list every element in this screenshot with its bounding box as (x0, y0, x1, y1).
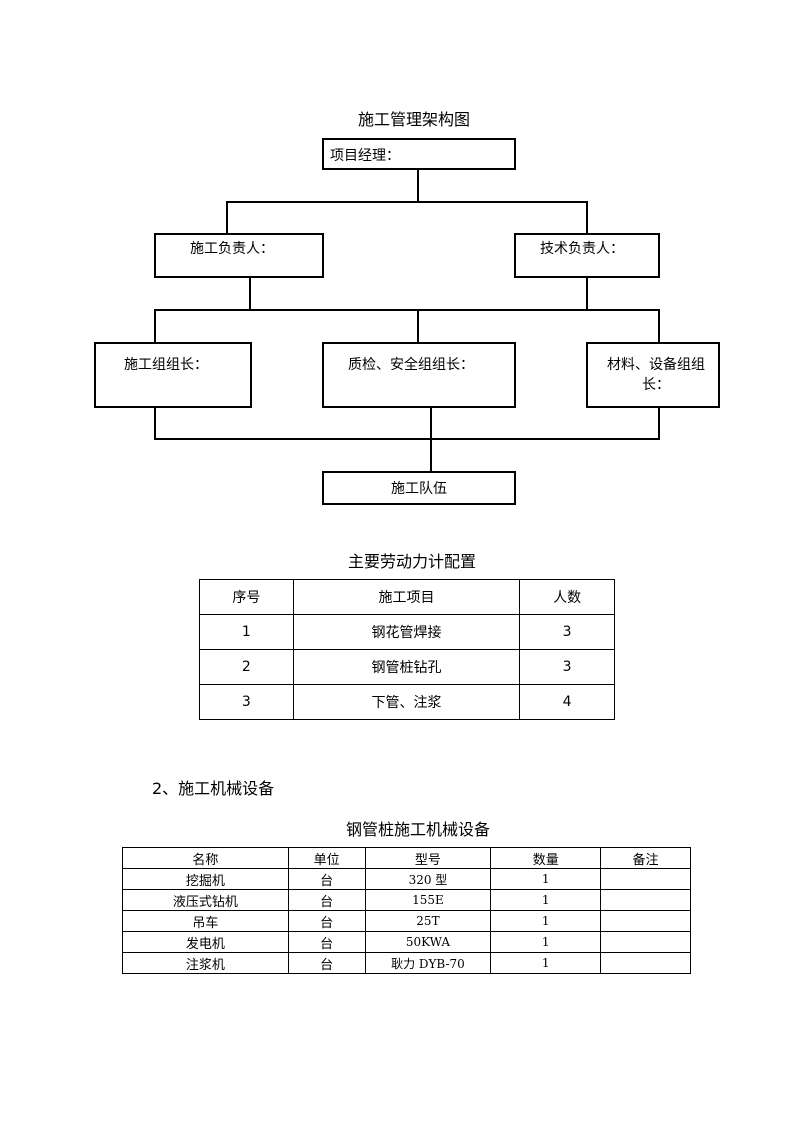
table-cell: 25T (364, 910, 492, 932)
table-cell: 320 型 (364, 868, 492, 890)
qc-safety-leader-label: 质检、安全组组长： (348, 357, 474, 373)
section-heading: 2、施工机械设备 (152, 779, 275, 798)
connector-line (226, 201, 228, 234)
table-cell: 吊车 (122, 910, 289, 932)
table-cell: 1 (199, 614, 294, 650)
table-cell: 下管、注浆 (292, 684, 521, 720)
table-cell: 50KWA (364, 931, 492, 953)
table-cell: 4 (519, 684, 615, 720)
connector-line (586, 201, 588, 234)
connector-line (249, 278, 251, 310)
connector-line (226, 201, 588, 203)
table-cell: 1 (490, 931, 602, 953)
table-cell (600, 889, 691, 911)
material-equipment-leader-label: 材料、设备组组长： (607, 357, 705, 393)
header-cell: 人数 (519, 579, 615, 615)
header-cell: 型号 (364, 847, 492, 869)
project-manager-box: 项目经理： (322, 138, 516, 170)
table-row: 挖掘机 台 320 型 1 (122, 868, 691, 890)
construction-lead-label: 施工负责人： (190, 241, 274, 257)
connector-line (586, 278, 588, 310)
table-header-row: 名称 单位 型号 数量 备注 (122, 847, 691, 869)
table-cell (600, 910, 691, 932)
connector-line (658, 408, 660, 439)
table-row: 发电机 台 50KWA 1 (122, 931, 691, 953)
technical-lead-box: 技术负责人： (514, 233, 660, 278)
table-cell (600, 931, 691, 953)
header-cell: 数量 (490, 847, 602, 869)
table-cell: 发电机 (122, 931, 289, 953)
connector-line (417, 170, 419, 202)
equipment-table: 名称 单位 型号 数量 备注 挖掘机 台 320 型 1 液压式钻机 台 155… (122, 847, 691, 974)
connector-line (417, 309, 419, 343)
labor-table-title: 主要劳动力计配置 (348, 552, 477, 571)
table-row: 2 钢管桩钻孔 3 (199, 649, 615, 685)
connector-line (154, 408, 156, 439)
connector-line (430, 408, 432, 472)
table-cell (600, 868, 691, 890)
connector-line (658, 309, 660, 343)
construction-lead-box: 施工负责人： (154, 233, 324, 278)
table-cell: 1 (490, 952, 602, 974)
table-cell: 注浆机 (122, 952, 289, 974)
table-header-row: 序号 施工项目 人数 (199, 579, 615, 615)
project-manager-label: 项目经理： (330, 148, 400, 164)
table-cell: 台 (287, 910, 366, 932)
technical-lead-label: 技术负责人： (540, 241, 624, 257)
header-cell: 备注 (600, 847, 691, 869)
material-equipment-leader-box: 材料、设备组组长： (586, 342, 720, 408)
table-cell: 耿力 DYB-70 (364, 952, 492, 974)
table-cell: 钢花管焊接 (292, 614, 521, 650)
table-cell: 1 (490, 868, 602, 890)
equipment-table-title: 钢管桩施工机械设备 (346, 820, 491, 839)
group-leader-box: 施工组组长： (94, 342, 252, 408)
table-cell: 2 (199, 649, 294, 685)
header-cell: 单位 (287, 847, 366, 869)
table-cell: 台 (287, 889, 366, 911)
construction-team-label: 施工队伍 (391, 481, 447, 497)
table-cell: 台 (287, 931, 366, 953)
table-row: 吊车 台 25T 1 (122, 910, 691, 932)
table-cell: 液压式钻机 (122, 889, 289, 911)
group-leader-label: 施工组组长： (124, 357, 208, 373)
connector-line (154, 309, 660, 311)
table-cell: 3 (519, 649, 615, 685)
construction-team-box: 施工队伍 (322, 471, 516, 505)
table-cell: 挖掘机 (122, 868, 289, 890)
table-cell: 1 (490, 889, 602, 911)
table-cell: 3 (199, 684, 294, 720)
table-cell: 台 (287, 952, 366, 974)
connector-line (154, 309, 156, 343)
connector-line (154, 438, 660, 440)
table-cell: 台 (287, 868, 366, 890)
table-cell: 钢管桩钻孔 (292, 649, 521, 685)
table-row: 注浆机 台 耿力 DYB-70 1 (122, 952, 691, 974)
table-cell: 155E (364, 889, 492, 911)
table-row: 1 钢花管焊接 3 (199, 614, 615, 650)
table-cell: 3 (519, 614, 615, 650)
header-cell: 名称 (122, 847, 289, 869)
table-cell (600, 952, 691, 974)
qc-safety-leader-box: 质检、安全组组长： (322, 342, 516, 408)
table-cell: 1 (490, 910, 602, 932)
header-cell: 施工项目 (292, 579, 521, 615)
table-row: 3 下管、注浆 4 (199, 684, 615, 720)
table-row: 液压式钻机 台 155E 1 (122, 889, 691, 911)
header-cell: 序号 (199, 579, 294, 615)
labor-table: 序号 施工项目 人数 1 钢花管焊接 3 2 钢管桩钻孔 3 3 下管、注浆 4 (199, 579, 615, 720)
org-chart-title: 施工管理架构图 (358, 110, 471, 129)
